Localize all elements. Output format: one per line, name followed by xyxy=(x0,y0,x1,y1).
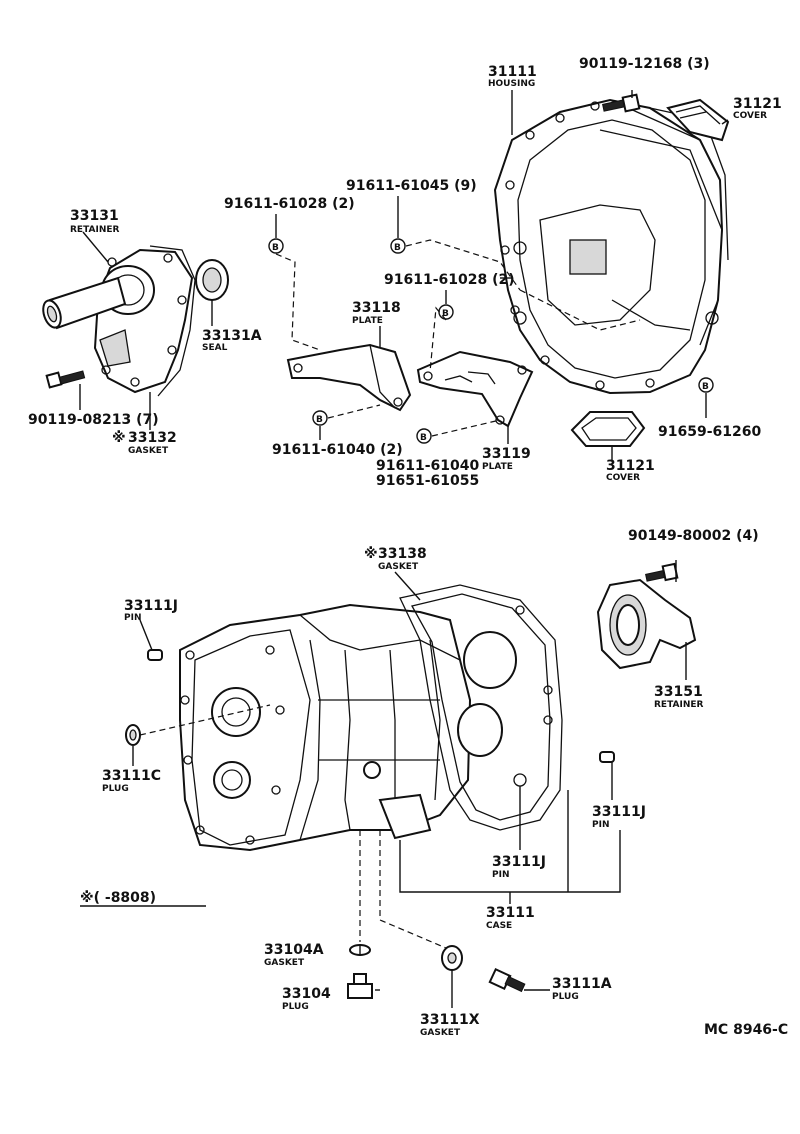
label-91611-61040-b: 91611-61040 xyxy=(376,458,479,474)
label-33131A-name: SEAL xyxy=(202,343,228,353)
label-33111X-number: 33111X xyxy=(420,1012,480,1028)
label-33111C-number: 33111C xyxy=(102,768,161,784)
label-91651-61055: 91651-61055 xyxy=(376,473,479,489)
case-33111-illustration xyxy=(179,603,472,852)
svg-text:B: B xyxy=(420,433,427,443)
svg-text:B: B xyxy=(702,382,709,392)
plug-33111A-illustration xyxy=(488,967,526,993)
svg-text:B: B xyxy=(316,415,323,425)
label-31111-number: 31111 xyxy=(488,64,537,80)
plug-33104-illustration xyxy=(347,973,373,999)
label-90119-12168: 90119-12168 (3) xyxy=(579,56,710,72)
label-33111J-right-number: 33111J xyxy=(592,804,646,820)
label-91611-61028-a: 91611-61028 (2) xyxy=(224,196,355,212)
label-33111A-number: 33111A xyxy=(552,976,612,992)
label-91611-61028-b: 91611-61028 (2) xyxy=(384,272,515,288)
label-33111J-left-number: 33111J xyxy=(124,598,178,614)
plug-33111C-illustration xyxy=(125,724,141,746)
bolt-90149-80002-illustration xyxy=(645,562,679,582)
label-91611-61040-a: 91611-61040 (2) xyxy=(272,442,403,458)
diagram-code: MC 8946-C xyxy=(704,1022,788,1038)
bolt-marker-91611-61028-b: B xyxy=(438,304,454,320)
plate-33119-illustration xyxy=(416,350,534,428)
footnote: ※( -8808) xyxy=(80,890,156,906)
label-33118-name: PLATE xyxy=(352,316,383,326)
label-33111-number: 33111 xyxy=(486,905,535,921)
plate-33118-illustration xyxy=(286,343,412,412)
label-91659-61260: 91659-61260 xyxy=(658,424,761,440)
label-33111J-mid-name: PIN xyxy=(492,870,509,880)
gasket-33138-illustration xyxy=(399,584,563,831)
label-33111J-left-name: PIN xyxy=(124,613,141,623)
label-33118-number: 33118 xyxy=(352,300,401,316)
label-33132-mark: ※ xyxy=(112,430,126,446)
label-90149-80002: 90149-80002 (4) xyxy=(628,528,759,544)
label-33151-number: 33151 xyxy=(654,684,703,700)
bottom-leader-lines xyxy=(80,560,687,1008)
label-31111-name: HOUSING xyxy=(488,79,535,89)
bolt-marker-91611-61045: B xyxy=(390,238,406,254)
label-33104-name: PLUG xyxy=(282,1002,309,1012)
label-33111J-right-name: PIN xyxy=(592,820,609,830)
label-33111A-name: PLUG xyxy=(552,992,579,1002)
label-33151-name: RETAINER xyxy=(654,700,704,710)
label-33104-number: 33104 xyxy=(282,986,331,1002)
gasket-33111X-illustration xyxy=(441,945,463,971)
label-31121-top-name: COVER xyxy=(733,111,767,121)
labels: 31111 HOUSING 90119-12168 (3) 31121 COVE… xyxy=(28,56,788,1038)
label-90119-08213: 90119-08213 (7) xyxy=(28,412,159,428)
label-33138-name: GASKET xyxy=(378,562,419,572)
cover-31121-bottom-illustration xyxy=(570,411,646,447)
bolt-marker-91611-61040-b: B xyxy=(416,428,432,444)
label-33119-name: PLATE xyxy=(482,462,513,472)
housing-illustration xyxy=(493,98,729,395)
label-33132-name: GASKET xyxy=(128,446,169,456)
label-31121-top-number: 31121 xyxy=(733,96,782,112)
svg-text:B: B xyxy=(272,243,279,253)
svg-text:B: B xyxy=(394,243,401,253)
retainer-33131-illustration xyxy=(42,245,196,397)
label-33138-mark: ※ xyxy=(364,546,378,562)
label-91611-61045: 91611-61045 (9) xyxy=(346,178,477,194)
label-33132-number: 33132 xyxy=(128,430,177,446)
label-31121-bottom-name: COVER xyxy=(606,473,640,483)
label-33131-number: 33131 xyxy=(70,208,119,224)
pin-33111J-left-illustration xyxy=(147,649,163,661)
bolt-90119-08213-illustration xyxy=(45,370,86,389)
label-33131-name: RETAINER xyxy=(70,225,120,235)
top-dashed-lines xyxy=(275,239,641,437)
pin-33111J-right-illustration xyxy=(599,751,615,763)
label-33104A-number: 33104A xyxy=(264,942,324,958)
bolt-marker-91659-61260: B xyxy=(698,377,714,393)
bolt-marker-91611-61040-a: B xyxy=(312,410,328,426)
label-33111C-name: PLUG xyxy=(102,784,129,794)
bolt-marker-91611-61028-a: B xyxy=(268,238,284,254)
label-33138-number: 33138 xyxy=(378,546,427,562)
top-leader-lines xyxy=(79,90,729,460)
seal-33131A-illustration xyxy=(195,259,229,301)
bottom-dashed-lines xyxy=(139,704,447,949)
retainer-33151-illustration xyxy=(596,578,697,670)
label-33111X-name: GASKET xyxy=(420,1028,461,1038)
label-33104A-name: GASKET xyxy=(264,958,305,968)
bolt-90119-12168-illustration xyxy=(602,93,641,113)
label-33119-number: 33119 xyxy=(482,446,531,462)
label-33131A-number: 33131A xyxy=(202,328,262,344)
label-31121-bottom-number: 31121 xyxy=(606,458,655,474)
label-33111J-mid-number: 33111J xyxy=(492,854,546,870)
label-33111-name: CASE xyxy=(486,921,512,931)
svg-text:B: B xyxy=(442,309,449,319)
cover-31121-top-illustration xyxy=(666,98,730,142)
